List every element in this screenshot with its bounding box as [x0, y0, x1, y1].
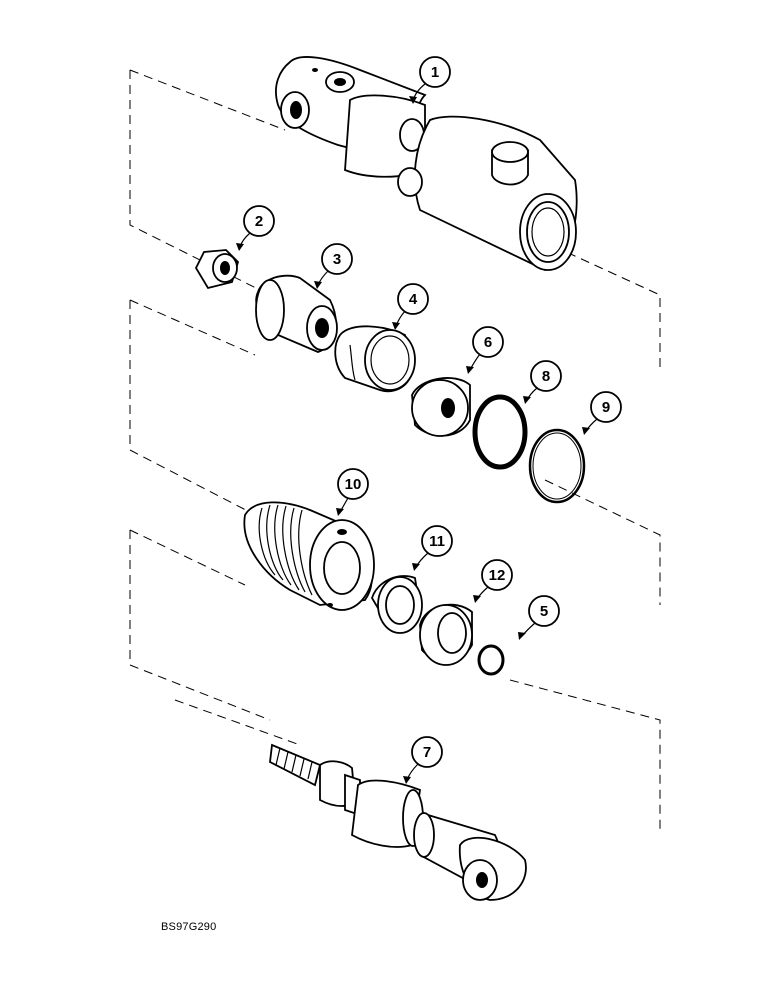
callout-1-label: 1: [431, 64, 439, 81]
callout-3-label: 3: [333, 251, 341, 268]
part-3-gland: [255, 274, 338, 353]
callout-12-label: 12: [489, 567, 506, 584]
part-9-backup-ring: [528, 428, 586, 504]
part-5-small-o-ring: [477, 644, 505, 676]
callout-1: 1: [409, 56, 451, 104]
callout-11: 11: [412, 525, 453, 571]
callout-10-label: 10: [345, 476, 362, 493]
callout-7: 7: [403, 736, 443, 784]
part-11-seal: [371, 575, 423, 634]
part-1-cylinder-barrel: [275, 56, 578, 272]
part-10-piston: [243, 501, 375, 611]
callout-11-label: 11: [429, 533, 445, 550]
callout-7-label: 7: [423, 744, 431, 761]
part-8-o-ring: [472, 394, 528, 470]
callout-8-label: 8: [542, 368, 550, 385]
callout-6-label: 6: [484, 334, 492, 351]
callout-4: 4: [392, 283, 429, 330]
callout-2: 2: [236, 205, 275, 251]
callout-10: 10: [336, 468, 369, 516]
part-6-washer: [411, 377, 471, 437]
part-4-sleeve: [334, 325, 416, 393]
callout-5-label: 5: [540, 603, 548, 620]
part-7-piston-rod: [269, 743, 527, 901]
callout-4-label: 4: [409, 291, 418, 308]
callout-3: 3: [314, 243, 353, 289]
reference-code: BS97G290: [161, 921, 217, 933]
callout-9-label: 9: [602, 399, 610, 416]
dashed-assembly-lines: [129, 69, 661, 830]
callout-9: 9: [582, 391, 622, 435]
callout-8: 8: [523, 360, 562, 404]
part-2-nut: [194, 249, 240, 290]
callout-2-label: 2: [255, 213, 263, 230]
part-12-wear-ring: [419, 603, 473, 666]
callout-5: 5: [518, 595, 560, 640]
callouts: 1 2 3 4 6 8 9: [236, 56, 622, 784]
thread-lines: [258, 504, 313, 596]
callout-6: 6: [466, 326, 504, 374]
callout-12: 12: [473, 559, 513, 603]
